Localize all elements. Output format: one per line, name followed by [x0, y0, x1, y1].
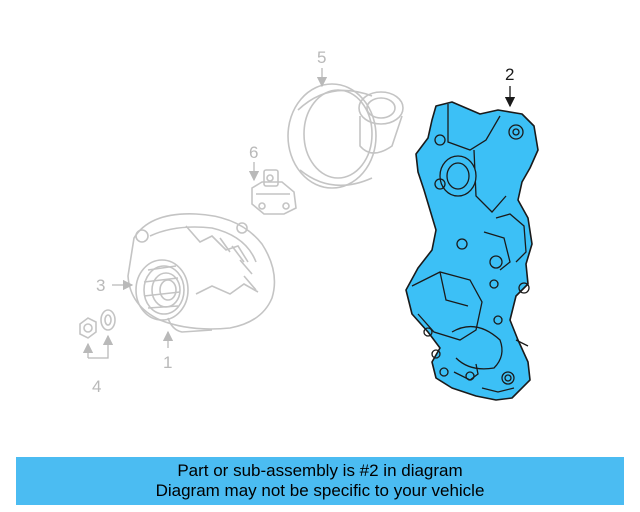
highlighted-bracket-part[interactable]: [405, 101, 539, 401]
banner-line-disclaimer: Diagram may not be specific to your vehi…: [155, 481, 485, 500]
callout-4: 4: [92, 377, 101, 396]
alternator-pulley-part[interactable]: [135, 259, 189, 321]
callout-6: 6: [249, 143, 258, 162]
banner-line-part-info: Part or sub-assembly is #2 in diagram: [177, 461, 463, 480]
info-banner: Part or sub-assembly is #2 in diagram Di…: [16, 457, 624, 505]
leader-lines: [82, 68, 516, 359]
nut-washer-part[interactable]: [79, 309, 116, 339]
callout-5: 5: [317, 48, 326, 67]
sensor-bracket-part[interactable]: [251, 169, 297, 215]
callout-3: 3: [96, 276, 105, 295]
callout-2: 2: [505, 65, 514, 84]
pulley-coupling-part[interactable]: [287, 83, 404, 189]
callout-1: 1: [163, 353, 172, 372]
